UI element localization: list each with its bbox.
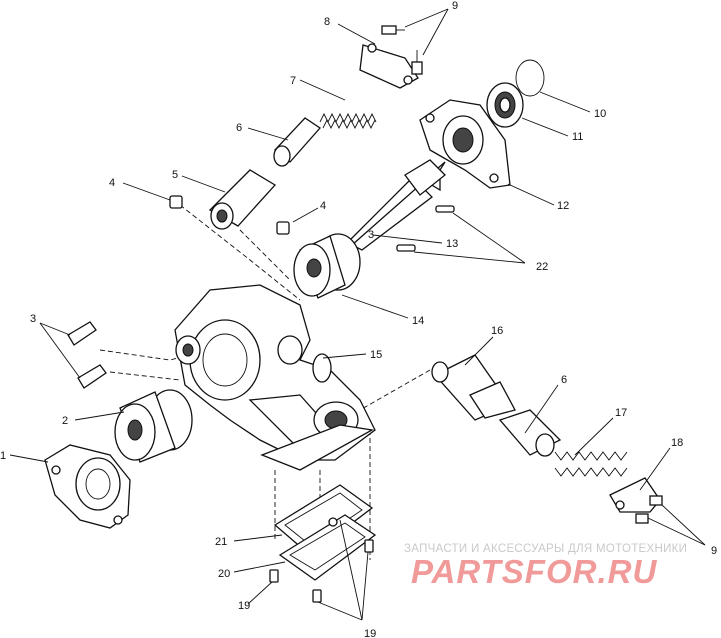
pin-3-lower	[77, 364, 107, 389]
label-19-left: 19	[238, 600, 250, 612]
pin-22-b	[396, 244, 416, 252]
spring-7	[319, 112, 377, 130]
label-12: 12	[557, 200, 569, 212]
pin-3-upper	[67, 321, 97, 346]
label-22: 22	[536, 261, 548, 273]
cover-20	[278, 514, 377, 581]
label-2: 2	[62, 415, 68, 427]
label-14: 14	[412, 315, 424, 327]
pin-22-a	[435, 205, 455, 213]
label-8: 8	[324, 16, 330, 28]
label-4-left: 4	[109, 177, 115, 189]
label-19-bottom: 19	[364, 628, 376, 638]
watermark-tagline: ЗАПЧАСТИ И АКСЕССУАРЫ ДЛЯ МОТОТЕХНИКИ	[404, 543, 688, 555]
plate-8	[359, 43, 419, 89]
pin-4-left	[169, 195, 183, 209]
label-9-lower: 9	[711, 545, 717, 557]
label-7: 7	[290, 75, 296, 87]
label-18: 18	[671, 437, 683, 449]
piston-6-lower	[498, 409, 562, 457]
pump-housing-15	[174, 284, 376, 471]
label-15: 15	[370, 349, 382, 361]
bolt-9-lower-b	[635, 513, 649, 524]
label-21: 21	[215, 536, 227, 548]
label-3-pin: 3	[368, 229, 374, 241]
label-9-top: 9	[452, 0, 458, 12]
pin-4-right	[276, 221, 290, 235]
screw-19-mid	[312, 589, 322, 603]
label-11: 11	[572, 131, 583, 143]
bolt-9-right	[411, 50, 423, 75]
label-1: 1	[0, 450, 6, 462]
shaft-13	[349, 159, 446, 251]
label-4-right: 4	[320, 200, 326, 212]
label-20: 20	[218, 568, 230, 580]
label-16: 16	[491, 325, 503, 337]
spring-17	[554, 451, 628, 477]
cover-1	[44, 444, 131, 529]
valve-16	[431, 354, 516, 421]
bolt-9-lower-a	[649, 495, 663, 506]
cover-12	[419, 99, 511, 189]
label-6-upper: 6	[236, 122, 242, 134]
label-13: 13	[446, 238, 458, 250]
watermark-logo: PARTSFOR.RU	[411, 553, 658, 590]
bolt-9-top	[381, 25, 405, 35]
snap-ring-10	[515, 59, 545, 97]
screw-19-left	[269, 569, 279, 583]
plate-18	[609, 477, 661, 513]
label-6-lower: 6	[561, 374, 567, 386]
rotor-2	[114, 389, 193, 463]
bearing-11	[486, 82, 524, 128]
label-3: 3	[30, 313, 36, 325]
leader-lines	[9, 8, 706, 621]
piston-6-upper	[273, 117, 321, 167]
valve-5	[208, 169, 277, 230]
label-10: 10	[594, 108, 606, 120]
screw-19-right	[364, 539, 374, 553]
label-17: 17	[615, 407, 627, 419]
rotor-14	[293, 233, 361, 299]
label-5: 5	[172, 169, 178, 181]
